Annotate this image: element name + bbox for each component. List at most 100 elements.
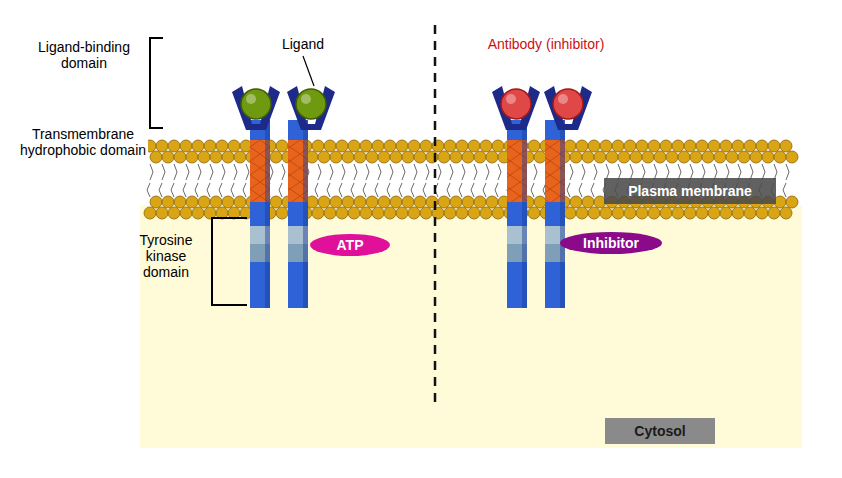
ligand-ball [553, 89, 583, 119]
lipid-tail [219, 164, 225, 197]
lipid-head [276, 140, 288, 152]
lipid-head [330, 196, 342, 208]
lipid-head [654, 151, 666, 163]
cytosol-ground [140, 205, 802, 448]
lipid-tail [339, 164, 345, 197]
lipid-head [156, 140, 168, 152]
ligand-ball [241, 89, 271, 119]
lipid-head [420, 140, 432, 152]
lipid-head [480, 207, 492, 219]
lipid-head [696, 207, 708, 219]
lipid-head [390, 151, 402, 163]
lipid-head [360, 207, 372, 219]
lipid-head [198, 151, 210, 163]
lipid-head [180, 207, 192, 219]
divider-line [434, 25, 437, 402]
binding-pocket [287, 86, 335, 130]
lipid-head [642, 151, 654, 163]
lipid-head [720, 140, 732, 152]
lipid-head [186, 196, 198, 208]
lipid-head [780, 140, 792, 152]
lipid-head [630, 151, 642, 163]
highlight [506, 94, 516, 104]
lipid-bilayer [144, 140, 798, 219]
lipid-head [726, 151, 738, 163]
lipid-head [756, 207, 768, 219]
lipid-head [438, 151, 450, 163]
lipid-head [474, 151, 486, 163]
lipid-head [396, 140, 408, 152]
lipid-tail [483, 164, 489, 197]
molecule-ellipse: ATP [310, 234, 390, 256]
binding-pocket [544, 86, 592, 130]
lipid-head [468, 207, 480, 219]
lipid-head [336, 140, 348, 152]
lipid-head [330, 151, 342, 163]
label: Tyrosine kinase domain [128, 232, 204, 280]
lipid-head [588, 140, 600, 152]
lipid-head [564, 207, 576, 219]
lipid-head [636, 207, 648, 219]
lipid-head [384, 207, 396, 219]
lipid-tail [495, 164, 501, 197]
lipid-head [150, 196, 162, 208]
lipid-head [174, 196, 186, 208]
lipid-head [354, 196, 366, 208]
lipid-head [336, 207, 348, 219]
lipid-tail [327, 164, 333, 197]
lipid-head [738, 151, 750, 163]
lipid-head [168, 207, 180, 219]
lipid-tail [387, 164, 393, 197]
lipid-head [396, 207, 408, 219]
lipid-head [732, 140, 744, 152]
binding-pocket [232, 86, 280, 130]
lipid-head [318, 196, 330, 208]
lipid-head [270, 151, 282, 163]
lipid-tail [279, 164, 285, 197]
lipid-tail [423, 164, 429, 197]
lipid-head [372, 140, 384, 152]
lipid-head [222, 151, 234, 163]
highlight [558, 94, 568, 104]
lipid-tail [183, 164, 189, 197]
lipid-head [366, 151, 378, 163]
lipid-head [720, 207, 732, 219]
lipid-tail [783, 164, 789, 197]
leader-line [303, 56, 314, 86]
lipid-tail [363, 164, 369, 197]
bracket [212, 218, 247, 305]
lipid-head [594, 151, 606, 163]
lipid-head [276, 207, 288, 219]
lipid-head [666, 151, 678, 163]
lipid-head [234, 196, 246, 208]
bracket [150, 38, 163, 128]
lipid-head [144, 207, 156, 219]
lipid-tail [243, 164, 249, 197]
lipid-tail [171, 164, 177, 197]
lipid-head [402, 151, 414, 163]
lipid-head [366, 196, 378, 208]
lipid-head [348, 140, 360, 152]
lipid-head [660, 207, 672, 219]
lipid-head [756, 140, 768, 152]
lipid-head [420, 207, 432, 219]
region-label-box: Cytosol [605, 418, 715, 444]
lipid-head [582, 196, 594, 208]
lipid-head [480, 140, 492, 152]
lipid-tail [411, 164, 417, 197]
receptor-shade [265, 120, 270, 308]
lipid-head [768, 140, 780, 152]
lipid-head [696, 140, 708, 152]
receptor-shade [560, 120, 565, 308]
lipid-head [612, 140, 624, 152]
lipid-head [744, 207, 756, 219]
node-text: Cytosol [634, 423, 685, 439]
lipid-head [648, 207, 660, 219]
lipid-head [588, 207, 600, 219]
label: Antibody (inhibitor) [488, 36, 605, 52]
lipid-head [444, 140, 456, 152]
lipid-head [636, 140, 648, 152]
lipid-head [762, 151, 774, 163]
lipid-tail [459, 164, 465, 197]
lipid-head [582, 151, 594, 163]
